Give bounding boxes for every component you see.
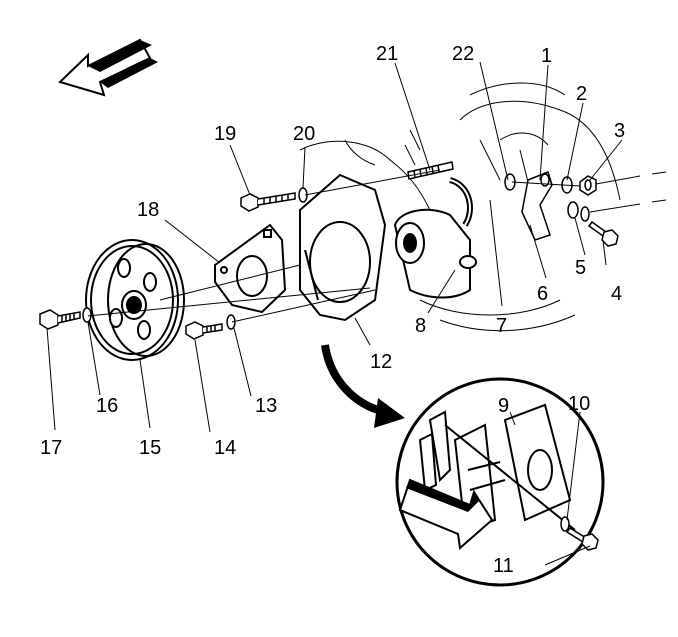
detail-washer-10 [560,516,570,532]
callout-17: 17 [40,437,62,459]
callout-2: 2 [576,83,587,105]
front-bracket [214,223,287,314]
front-direction-detail-arrow-icon [398,478,494,550]
nut-3 [579,175,597,196]
callout-labels: 1 2 3 4 5 6 7 8 9 10 11 12 13 14 15 16 1… [40,43,625,577]
callout-21: 21 [376,43,398,65]
bolt-17 [39,309,81,330]
callout-7: 7 [496,315,507,337]
callout-20: 20 [293,123,315,145]
alignment-lines [87,169,667,323]
detail-bolt-11 [565,526,599,551]
washer-5 [567,201,590,222]
front-direction-arrow-icon [58,38,158,97]
callout-4: 4 [611,283,622,305]
pulley [85,239,185,361]
power-steering-pump [393,177,477,299]
bolt-19 [240,192,296,212]
callout-3: 3 [614,120,625,142]
callout-11: 11 [493,555,514,577]
callout-8: 8 [415,315,426,337]
callout-1: 1 [541,45,552,67]
bolt-14 [185,321,223,340]
rear-bracket [299,173,387,322]
callout-14: 14 [214,437,236,459]
detail-view-circle [395,377,605,587]
callout-22: 22 [452,43,474,65]
callout-6: 6 [537,283,548,305]
callout-16: 16 [96,395,118,417]
callout-15: 15 [139,437,161,459]
bolt-4 [587,220,619,247]
stud-21 [407,161,454,180]
callout-10: 10 [568,393,590,415]
callout-9: 9 [498,395,509,417]
rear-brace-6 [521,171,553,241]
callout-12: 12 [370,351,392,373]
washer-13 [226,314,236,330]
leader-lines [46,61,623,566]
detail-pointer-arrow-icon [321,344,405,428]
callout-13: 13 [255,395,277,417]
callout-18: 18 [137,199,159,221]
callout-19: 19 [214,123,236,145]
callout-5: 5 [575,257,586,279]
washer-16 [82,307,92,323]
engine-background [299,82,621,332]
